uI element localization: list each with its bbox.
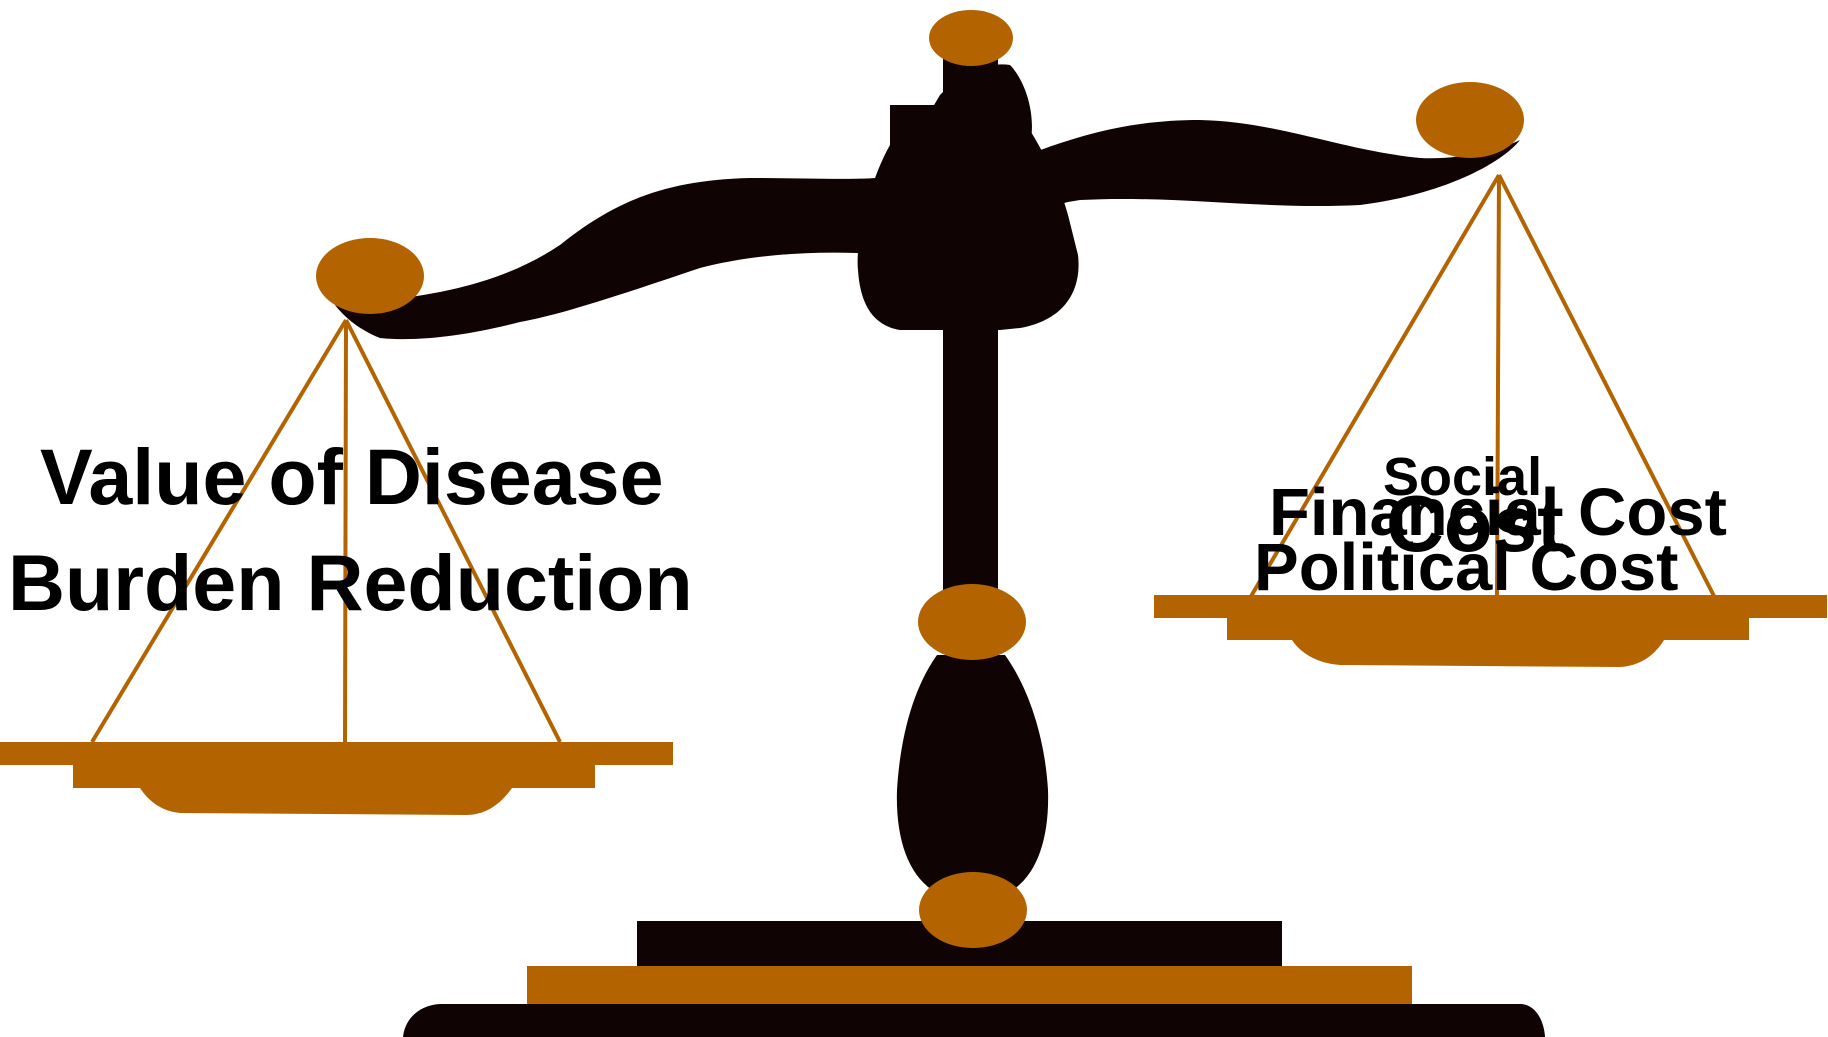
- right-scale-pan: [1154, 595, 1827, 667]
- left-scale-pan: [0, 742, 673, 815]
- left-pan-strings: [92, 320, 560, 742]
- right-beam-end-knob: [1416, 82, 1524, 158]
- lower-collar-knob: [919, 872, 1027, 948]
- scale-post: [943, 45, 998, 645]
- left-pan-label-line1: Value of Disease: [40, 437, 664, 516]
- top-finial-knob: [929, 10, 1013, 66]
- scale-base-bottom: [403, 1004, 1545, 1037]
- right-pan-political-cost-label: Political Cost: [1254, 534, 1678, 601]
- left-pan-label-line2: Burden Reduction: [8, 543, 693, 622]
- scale-base-middle: [527, 966, 1412, 1004]
- left-beam-end-knob: [316, 238, 424, 314]
- middle-collar-knob: [918, 584, 1026, 660]
- scale-lower-bulb: [897, 655, 1048, 900]
